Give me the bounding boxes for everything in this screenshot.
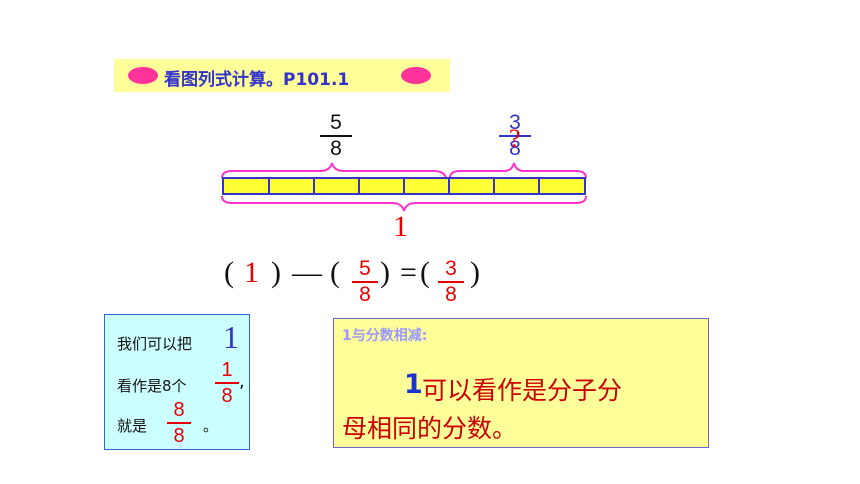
note-fraction-one-eighth: 1 8 bbox=[215, 359, 239, 407]
rule-box: 1与分数相减: 1 可以看作是分子分 母相同的分数。 bbox=[333, 318, 709, 448]
eq-close-3: ) bbox=[470, 256, 480, 289]
denominator: 8 bbox=[509, 137, 521, 160]
brace-three-eighths bbox=[449, 162, 587, 179]
note-line3: 就是 bbox=[117, 417, 148, 435]
denominator: 8 bbox=[330, 137, 342, 160]
eq-open-3: ( bbox=[420, 256, 430, 289]
eq-close-1: ) bbox=[271, 256, 281, 289]
rule-title: 1与分数相减: bbox=[342, 328, 428, 344]
strip-divider bbox=[358, 179, 360, 193]
fraction-five-eighths: 5 8 bbox=[320, 112, 352, 160]
eq-value-1: 1 bbox=[244, 256, 259, 289]
strip-divider bbox=[403, 179, 405, 193]
top-braces bbox=[221, 162, 587, 179]
eq-equals: = bbox=[400, 256, 417, 289]
strip-divider bbox=[268, 179, 270, 193]
strip-divider bbox=[493, 179, 495, 193]
note-line1: 我们可以把 bbox=[117, 335, 193, 353]
eq-open-1: ( bbox=[224, 256, 234, 289]
instruction-banner: 看图列式计算。P101.1 bbox=[114, 59, 450, 92]
note-comma: , bbox=[239, 371, 245, 392]
strip-divider bbox=[313, 179, 315, 193]
rule-text-line2: 母相同的分数。 bbox=[342, 414, 518, 443]
eq-fraction-3: 3 8 bbox=[438, 258, 464, 306]
note-period: 。 bbox=[203, 417, 219, 435]
bottom-brace bbox=[221, 195, 587, 212]
eq-minus: — bbox=[292, 256, 322, 289]
question-mark: ? bbox=[509, 124, 521, 153]
note-fraction-eight-eighths: 8 8 bbox=[167, 399, 191, 447]
right-oval-icon bbox=[401, 67, 431, 84]
rule-text-line1: 可以看作是分子分 bbox=[422, 376, 623, 405]
eq-open-2: ( bbox=[330, 256, 340, 289]
fraction-strip bbox=[222, 177, 586, 195]
strip-divider bbox=[448, 179, 450, 193]
fraction-three-eighths: 3 8 bbox=[499, 112, 531, 160]
numerator: 3 bbox=[509, 111, 521, 134]
note-line2: 看作是8个 bbox=[117, 377, 187, 395]
whole-label: 1 bbox=[393, 210, 408, 243]
left-oval-icon bbox=[128, 67, 158, 84]
brace-five-eighths bbox=[221, 162, 447, 179]
banner-text: 看图列式计算。P101.1 bbox=[164, 70, 350, 90]
strip-divider bbox=[538, 179, 540, 193]
note-box: 我们可以把 1 看作是8个 1 8 , 就是 8 8 。 bbox=[104, 314, 250, 450]
rule-number: 1 bbox=[404, 369, 423, 400]
note-big-one: 1 bbox=[223, 319, 239, 355]
eq-close-2: ) bbox=[380, 256, 390, 289]
numerator: 5 bbox=[330, 111, 342, 134]
eq-fraction-2: 5 8 bbox=[352, 258, 378, 306]
